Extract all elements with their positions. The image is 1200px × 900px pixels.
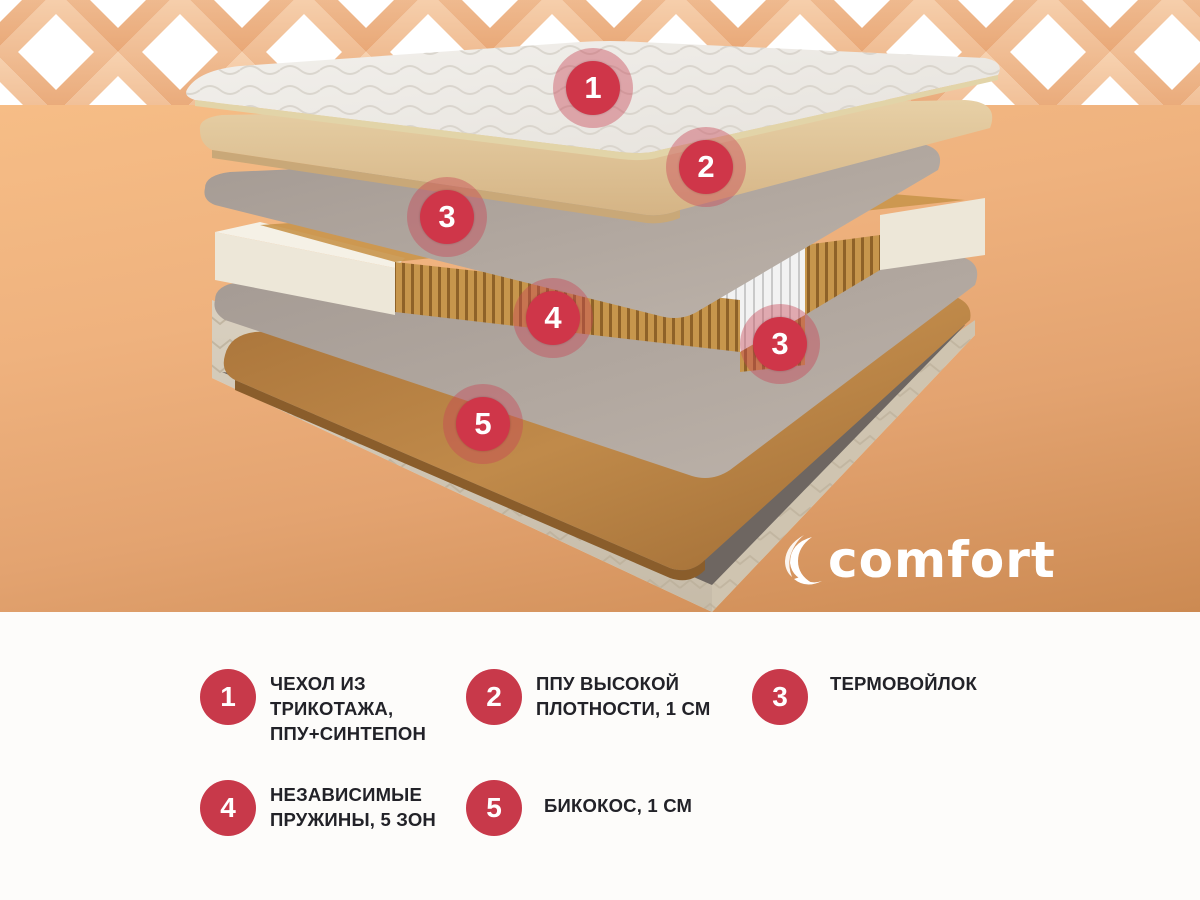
image-badge-number: 5 [456, 397, 510, 451]
image-badge-3-top: 3 [407, 177, 487, 257]
legend-badge: 1 [200, 669, 256, 725]
legend-item-5: 5 БИКОКОС, 1 СМ [466, 780, 692, 836]
legend-item-4: 4 НЕЗАВИСИМЫЕ ПРУЖИНЫ, 5 ЗОН [200, 780, 436, 836]
legend-label: БИКОКОС, 1 СМ [544, 795, 693, 816]
image-badge-1: 1 [553, 48, 633, 128]
legend-item-2: 2 ППУ ВЫСОКОЙ ПЛОТНОСТИ, 1 СМ [466, 669, 710, 725]
image-badge-3-bottom: 3 [740, 304, 820, 384]
image-badge-number: 2 [679, 140, 733, 194]
legend-label: ТЕРМОВОЙЛОК [830, 673, 977, 694]
legend-label: ППУ ВЫСОКОЙ ПЛОТНОСТИ, 1 СМ [536, 673, 711, 719]
legend-item-1: 1 ЧЕХОЛ ИЗ ТРИКОТАЖА, ППУ+СИНТЕПОН [200, 669, 426, 746]
legend-badge: 2 [466, 669, 522, 725]
image-badge-4: 4 [513, 278, 593, 358]
legend-badge: 4 [200, 780, 256, 836]
legend-item-3: 3 ТЕРМОВОЙЛОК [752, 669, 977, 725]
comfort-logo: comfort [782, 530, 1056, 590]
legend-label: ЧЕХОЛ ИЗ ТРИКОТАЖА, ППУ+СИНТЕПОН [270, 673, 427, 744]
legend-badge: 5 [466, 780, 522, 836]
image-badge-number: 3 [420, 190, 474, 244]
image-badge-5: 5 [443, 384, 523, 464]
legend-badge: 3 [752, 669, 808, 725]
crescent-leaf-icon [785, 535, 822, 585]
image-badge-number: 3 [753, 317, 807, 371]
mattress-layers-illustration: 1 2 3 4 3 5 comfort [186, 41, 1056, 612]
layers-legend: 1 ЧЕХОЛ ИЗ ТРИКОТАЖА, ППУ+СИНТЕПОН 2 ППУ… [0, 612, 1200, 900]
image-badge-2: 2 [666, 127, 746, 207]
legend-label: НЕЗАВИСИМЫЕ ПРУЖИНЫ, 5 ЗОН [270, 784, 436, 830]
logo-text: comfort [828, 531, 1056, 589]
image-badge-number: 4 [526, 291, 580, 345]
image-badge-number: 1 [566, 61, 620, 115]
